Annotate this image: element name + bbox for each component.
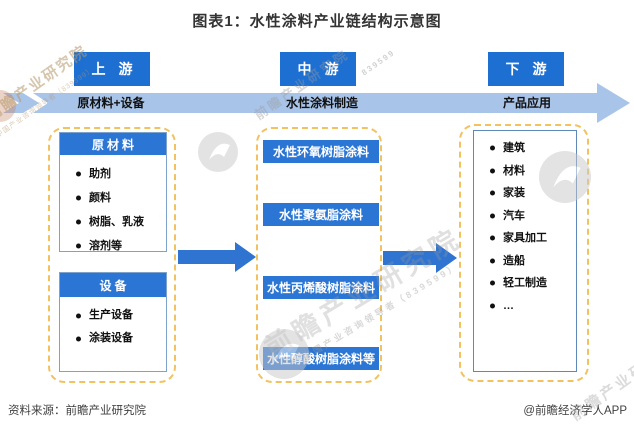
list-item: 家具加工: [490, 227, 576, 250]
equipment-list: 生产设备 涂装设备: [60, 297, 166, 350]
list-item: 材料: [490, 160, 576, 183]
downstream-container: [459, 124, 589, 382]
app-credit: @前瞻经济学人APP: [523, 405, 627, 417]
raw-materials-header: 原材料: [60, 133, 166, 155]
watermark-logo-icon: [198, 132, 238, 172]
applications-list: 建筑 材料 家装 汽车 家具加工 造船 轻工制造 …: [474, 131, 576, 317]
product-box-epoxy: 水性环氧树脂涂料: [263, 140, 379, 163]
stage-box-upstream: 上游: [74, 52, 150, 86]
flow-arrow: [3, 83, 630, 123]
midstream-container: [256, 127, 382, 383]
list-item: …: [490, 295, 576, 318]
equipment-header: 设备: [60, 273, 166, 297]
list-item: 溶剂等: [76, 234, 166, 258]
list-item: 汽车: [490, 205, 576, 228]
product-box-alkyd: 水性醇酸树脂涂料等: [263, 347, 379, 370]
product-box-polyurethane: 水性聚氨脂涂料: [263, 203, 379, 226]
list-item: 建筑: [490, 137, 576, 160]
watermark-code-text: 839599: [360, 47, 397, 78]
raw-materials-list: 助剂 颜料 树脂、乳液 溶剂等: [60, 155, 166, 258]
list-item: 涂装设备: [76, 327, 166, 350]
list-item: 造船: [490, 250, 576, 273]
flow-label-upstream: 原材料+设备: [77, 96, 145, 110]
list-item: 助剂: [76, 162, 166, 186]
applications-box: 建筑 材料 家装 汽车 家具加工 造船 轻工制造 …: [473, 130, 577, 372]
product-box-acrylic: 水性丙烯酸树脂涂料: [263, 276, 379, 299]
stage-box-midstream: 中游: [280, 52, 356, 86]
page-title: 图表1：水性涂料产业链结构示意图: [192, 13, 442, 30]
list-item: 颜料: [76, 186, 166, 210]
flow-label-midstream: 水性涂料制造: [285, 96, 358, 110]
flow-label-downstream: 产品应用: [502, 96, 551, 110]
source-note: 资料来源：前瞻产业研究院: [8, 405, 146, 417]
upstream-container: [48, 127, 176, 383]
equipment-box: 设备 生产设备 涂装设备: [59, 272, 167, 372]
list-item: 轻工制造: [490, 272, 576, 295]
list-item: 树脂、乳液: [76, 210, 166, 234]
raw-materials-box: 原材料 助剂 颜料 树脂、乳液 溶剂等: [59, 132, 167, 252]
list-item: 家装: [490, 182, 576, 205]
stage-box-downstream: 下游: [488, 52, 564, 86]
list-item: 生产设备: [76, 304, 166, 327]
